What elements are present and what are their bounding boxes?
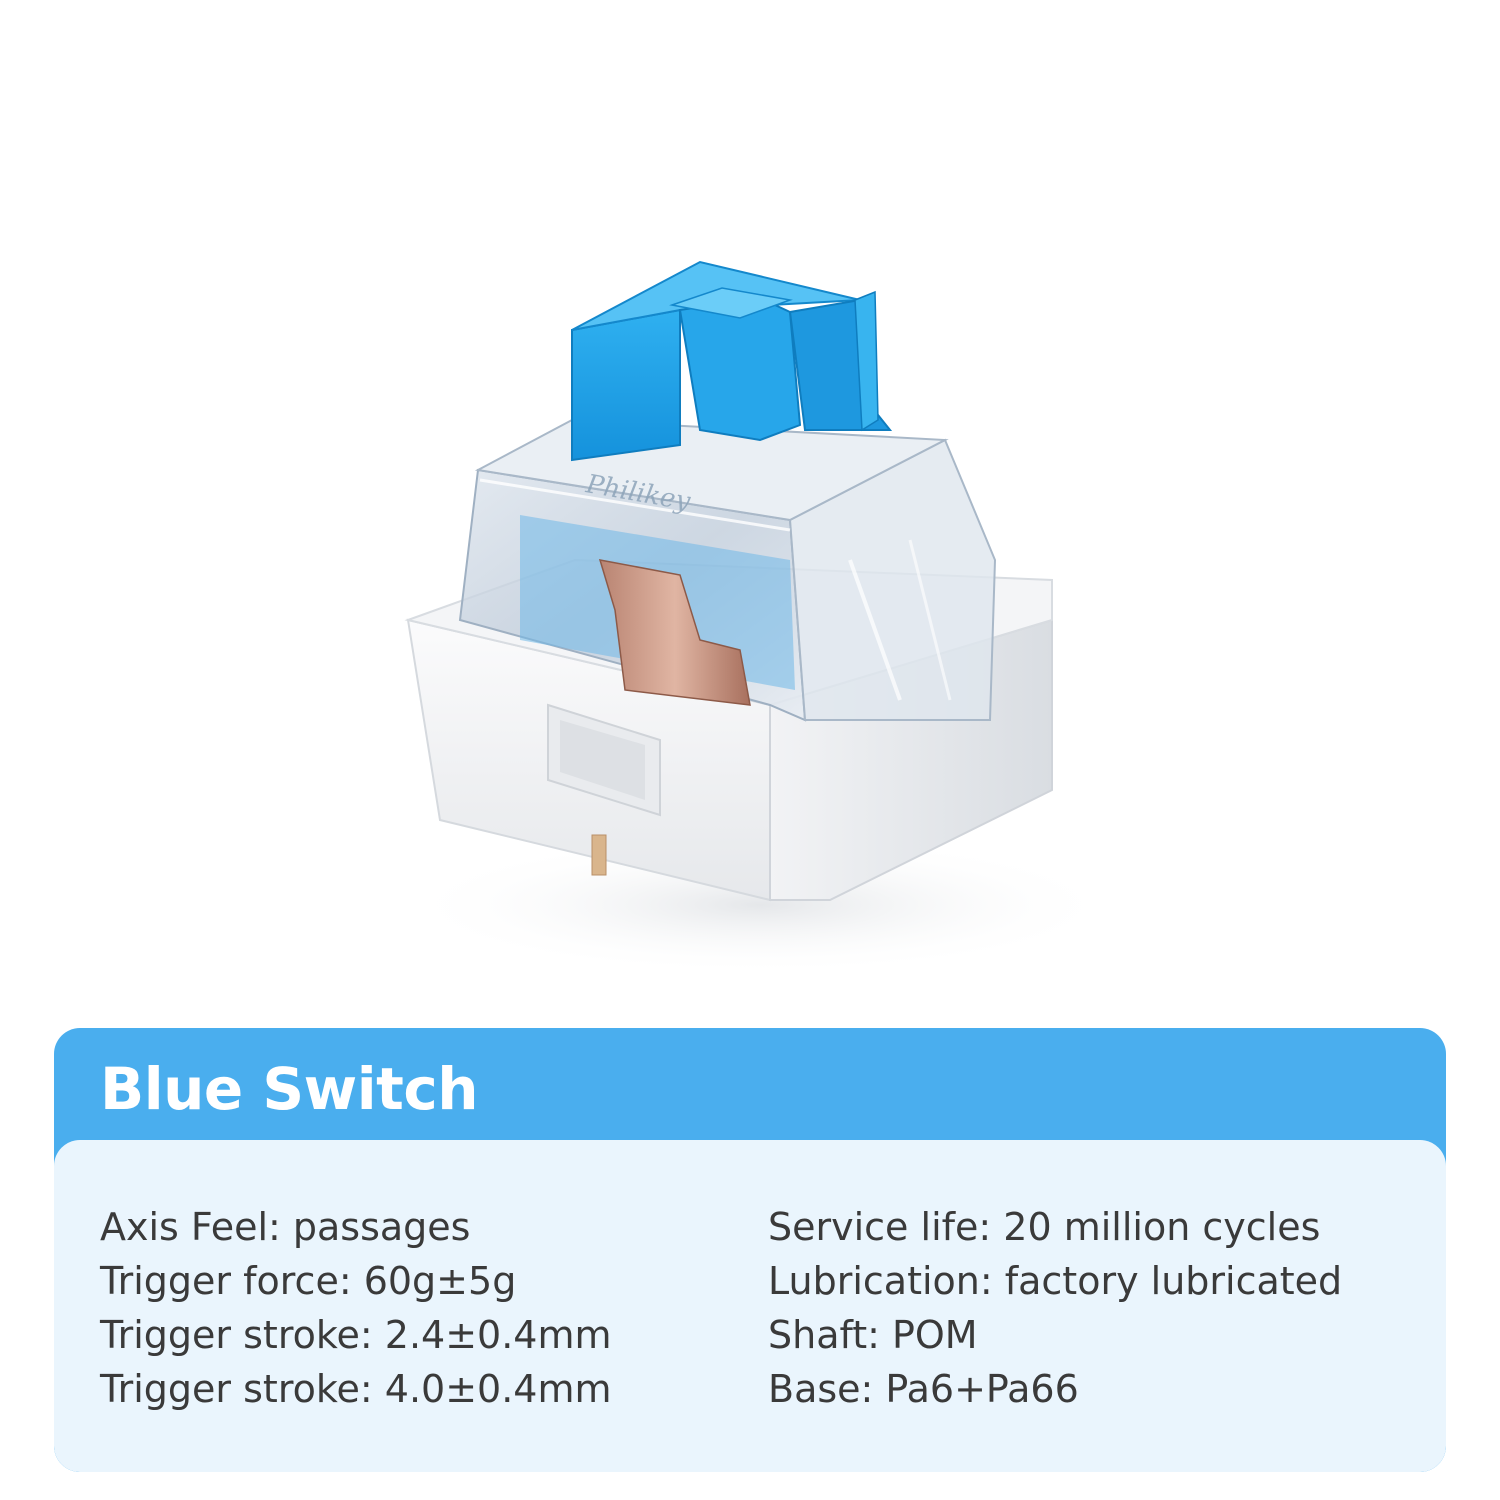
keyboard-switch-icon: Philikey — [400, 260, 1120, 975]
product-image: Philikey — [400, 260, 1120, 975]
spec-item-service-life: Service life: 20 million cycles — [768, 1205, 1321, 1249]
spec-item-trigger-force: Trigger force: 60g±5g — [100, 1259, 517, 1303]
spec-item-base: Base: Pa6+Pa66 — [768, 1367, 1079, 1411]
spec-item-total-stroke: Trigger stroke: 4.0±0.4mm — [100, 1367, 612, 1411]
spec-body: Axis Feel: passages Trigger force: 60g±5… — [54, 1140, 1446, 1472]
spec-card: Blue Switch Axis Feel: passages Trigger … — [54, 1028, 1446, 1472]
spec-list-right: Service life: 20 million cycles Lubricat… — [768, 1200, 1342, 1416]
spec-list-left: Axis Feel: passages Trigger force: 60g±5… — [100, 1200, 612, 1416]
spec-item-shaft: Shaft: POM — [768, 1313, 978, 1357]
product-title: Blue Switch — [100, 1055, 479, 1123]
spec-item-axis-feel: Axis Feel: passages — [100, 1205, 471, 1249]
spec-item-trigger-stroke: Trigger stroke: 2.4±0.4mm — [100, 1313, 612, 1357]
spec-item-lubrication: Lubrication: factory lubricated — [768, 1259, 1343, 1303]
